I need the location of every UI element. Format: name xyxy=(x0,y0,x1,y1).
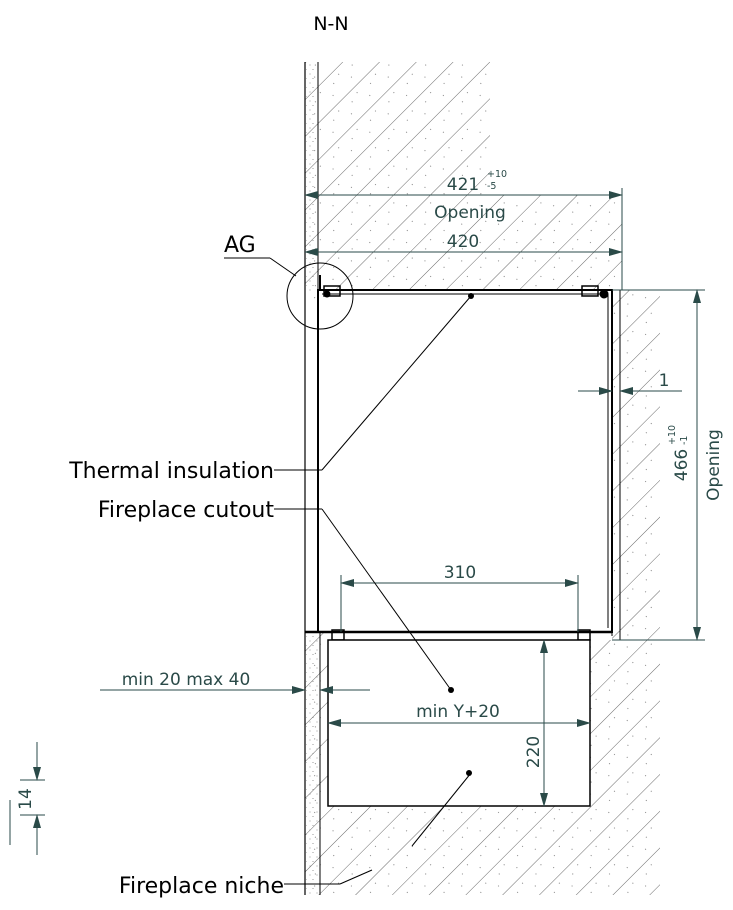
fireplace-cutout-label: Fireplace cutout xyxy=(98,498,275,523)
top-opening-value: 421 xyxy=(447,175,479,195)
top-opening-label: Opening xyxy=(434,203,506,223)
leader-dots xyxy=(448,293,474,776)
bottom-width-value: 310 xyxy=(444,563,476,583)
thermal-insulation-label: Thermal insulation xyxy=(68,459,274,484)
wall-thickness-value: min 20 max 40 xyxy=(122,670,251,690)
niche-width-value: min Y+20 xyxy=(416,702,500,722)
right-opening-tol-plus: +10 xyxy=(667,425,678,445)
detail-small-value: 14 xyxy=(16,788,36,810)
detail-label: AG xyxy=(224,233,256,258)
right-opening-value: 466 xyxy=(672,449,692,481)
gap-value: 1 xyxy=(659,371,670,391)
section-title: N-N xyxy=(313,13,348,35)
fireplace-niche-label: Fireplace niche xyxy=(119,874,284,899)
niche-height-value: 220 xyxy=(524,736,544,768)
right-opening-tol-minus: -1 xyxy=(679,436,690,445)
top-opening-tol-minus: -5 xyxy=(487,181,496,192)
detail-callout xyxy=(224,257,354,330)
masonry-hatch xyxy=(305,62,660,895)
fireplace-cutout-body xyxy=(305,275,621,641)
leader-lines xyxy=(274,295,472,885)
top-opening-tol-plus: +10 xyxy=(487,169,507,180)
inner-width-value: 420 xyxy=(447,232,479,252)
right-opening-label: Opening xyxy=(704,429,724,501)
dimension-lines xyxy=(9,188,705,855)
